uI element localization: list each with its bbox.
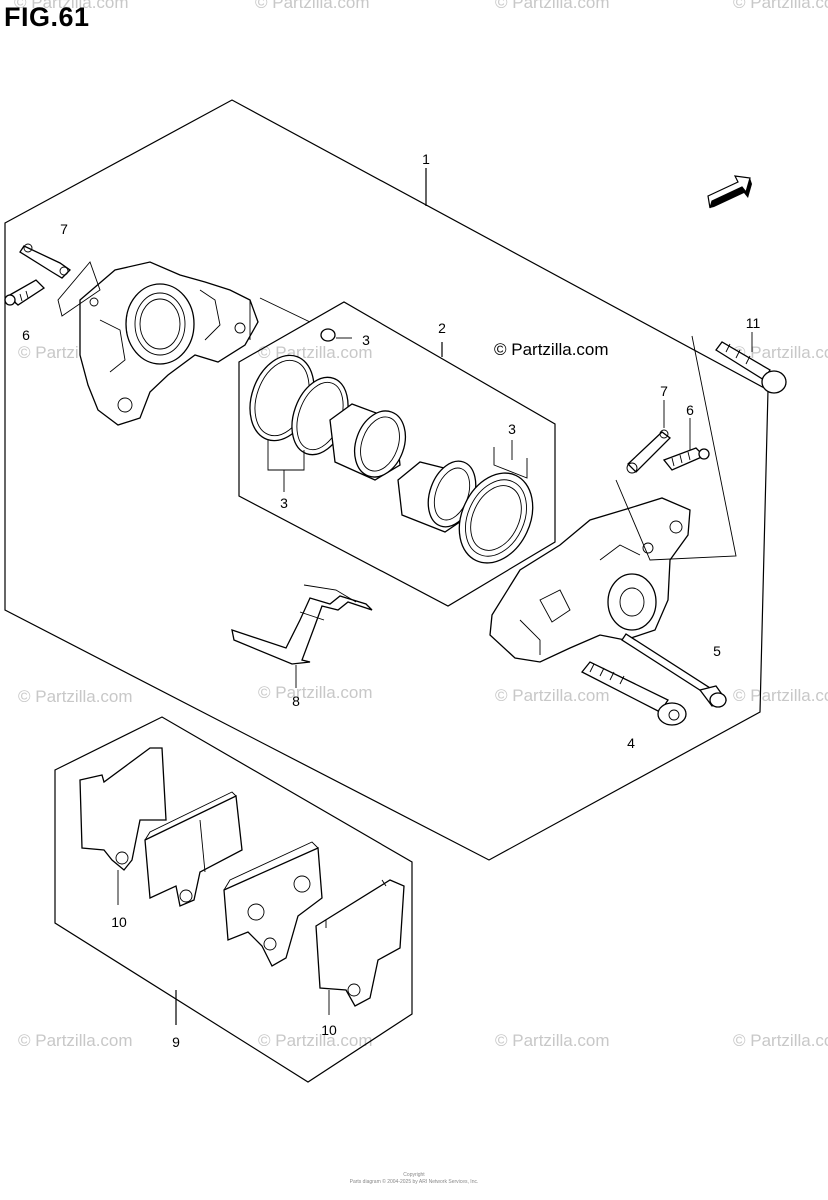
figure-title: FIG.61	[4, 2, 90, 32]
watermark: © Partzilla.com	[495, 0, 610, 12]
callout-11[interactable]: 11	[745, 315, 761, 331]
mounting-bolt	[715, 341, 787, 394]
watermark: © Partzilla.com	[18, 1031, 133, 1050]
callout-10[interactable]: 10	[111, 914, 127, 930]
callout-6[interactable]: 6	[22, 327, 30, 343]
pad-shim-right	[315, 879, 405, 1007]
bleeder-valve-left	[4, 279, 46, 306]
callout-7[interactable]: 7	[60, 221, 68, 237]
callout-9[interactable]: 9	[172, 1034, 180, 1050]
watermark: © Partzilla.com	[733, 0, 828, 12]
callout-10[interactable]: 10	[321, 1022, 337, 1038]
pad-shim-left	[79, 747, 167, 871]
pad-pin	[621, 633, 727, 708]
callout-3[interactable]: 3	[362, 332, 370, 348]
piston-left	[329, 403, 407, 481]
caliper-body-left	[79, 261, 259, 426]
footer-line-1: Copyright	[403, 1172, 425, 1178]
callout-7[interactable]: 7	[660, 383, 668, 399]
watermark: © Partzilla.com	[495, 686, 610, 705]
callout-6[interactable]: 6	[686, 402, 694, 418]
seal-leader-lines	[57, 261, 528, 492]
callout-4[interactable]: 4	[627, 735, 635, 751]
pad-spring	[231, 584, 373, 665]
watermark: © Partzilla.com	[733, 1031, 828, 1050]
bleeder-cap-right	[626, 429, 671, 474]
bleeder-valve-right	[662, 447, 710, 471]
footer-line-2: Parts diagram © 2004-2025 by ARI Network…	[349, 1179, 479, 1185]
watermark: © Partzilla.com	[18, 687, 133, 706]
pad-set-frame	[54, 716, 413, 1083]
caliper-body-right	[489, 497, 691, 663]
callout-3[interactable]: 3	[280, 495, 288, 511]
callout-3[interactable]: 3	[508, 421, 516, 437]
forward-arrow-icon: FWD	[707, 175, 752, 209]
watermark: © Partzilla.com	[258, 683, 373, 702]
callout-5[interactable]: 5	[713, 643, 721, 659]
brand-watermark: © Partzilla.com	[494, 340, 609, 359]
callout-8[interactable]: 8	[292, 693, 300, 709]
watermark: © Partzilla.com	[495, 1031, 610, 1050]
watermark: © Partzilla.com	[255, 0, 370, 12]
piston-kit-frame	[238, 301, 556, 607]
brake-pad-left	[144, 791, 243, 907]
watermark: © Partzilla.com	[733, 686, 828, 705]
callout-2[interactable]: 2	[438, 320, 446, 336]
watermark: © Partzilla.com	[733, 343, 828, 362]
watermark: © Partzilla.com	[258, 1031, 373, 1050]
brake-pad-right	[223, 841, 323, 967]
callout-1[interactable]: 1	[422, 151, 430, 167]
caliper-assembly-frame	[4, 99, 769, 861]
caliper-seal-small	[320, 328, 336, 342]
caliper-bolt	[580, 661, 687, 726]
piston-seal-right	[458, 472, 534, 564]
watermark: © Partzilla.com	[14, 0, 129, 12]
bleeder-cap-left	[19, 243, 72, 279]
